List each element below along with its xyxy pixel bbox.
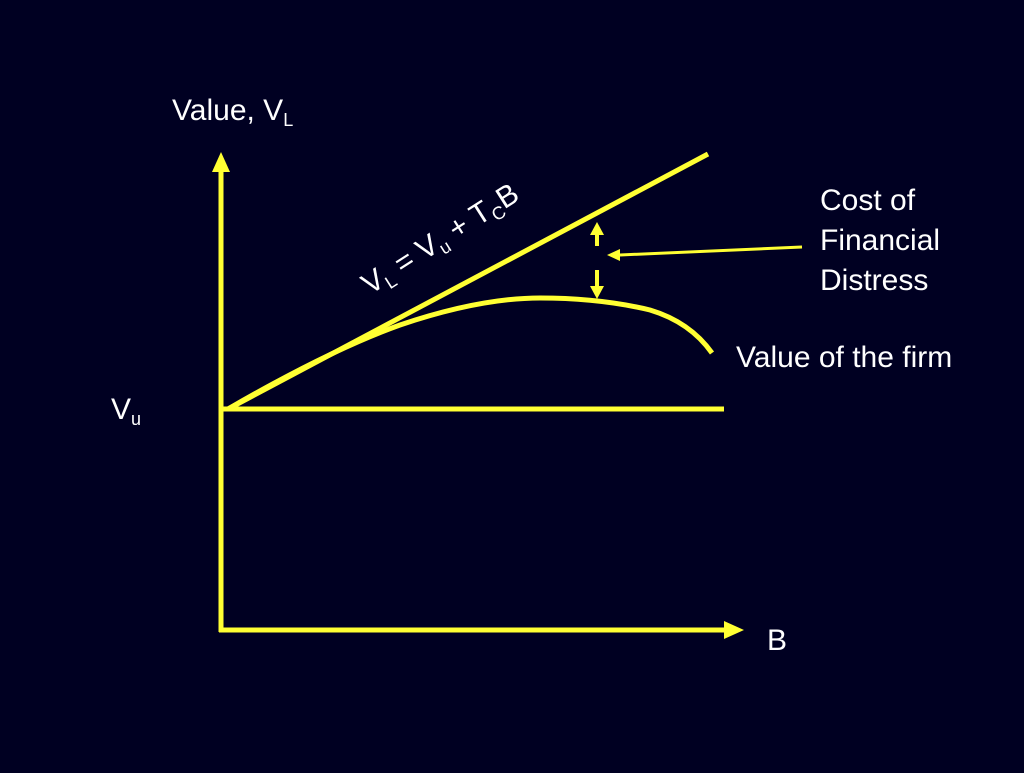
value-of-firm-curve bbox=[226, 295, 715, 412]
cost-label-line-2: Financial bbox=[820, 224, 941, 257]
y-axis-arrowhead bbox=[212, 152, 230, 172]
value-of-firm-label: Value of the firm bbox=[736, 341, 953, 374]
cost-label-line-3: Distress bbox=[820, 264, 929, 297]
cost-of-distress-label: Cost of Financial Distress bbox=[820, 181, 1000, 301]
y-axis-label-main: Value, V bbox=[172, 94, 284, 127]
cost-label-line-1: Cost of bbox=[820, 184, 916, 217]
x-axis-label: B bbox=[767, 624, 788, 657]
vu-label-main: V bbox=[111, 393, 132, 426]
distress-pointer-head bbox=[607, 249, 620, 261]
x-axis-arrowhead bbox=[724, 621, 744, 639]
distress-arrow-down-head bbox=[590, 286, 604, 299]
distress-pointer-line bbox=[619, 245, 803, 257]
vu-label-sub: u bbox=[131, 409, 142, 429]
vu-label: Vu bbox=[111, 393, 142, 429]
distress-arrow-up-head bbox=[590, 222, 604, 235]
y-axis-label: Value, VL bbox=[172, 94, 294, 130]
y-axis-label-sub: L bbox=[283, 110, 294, 130]
